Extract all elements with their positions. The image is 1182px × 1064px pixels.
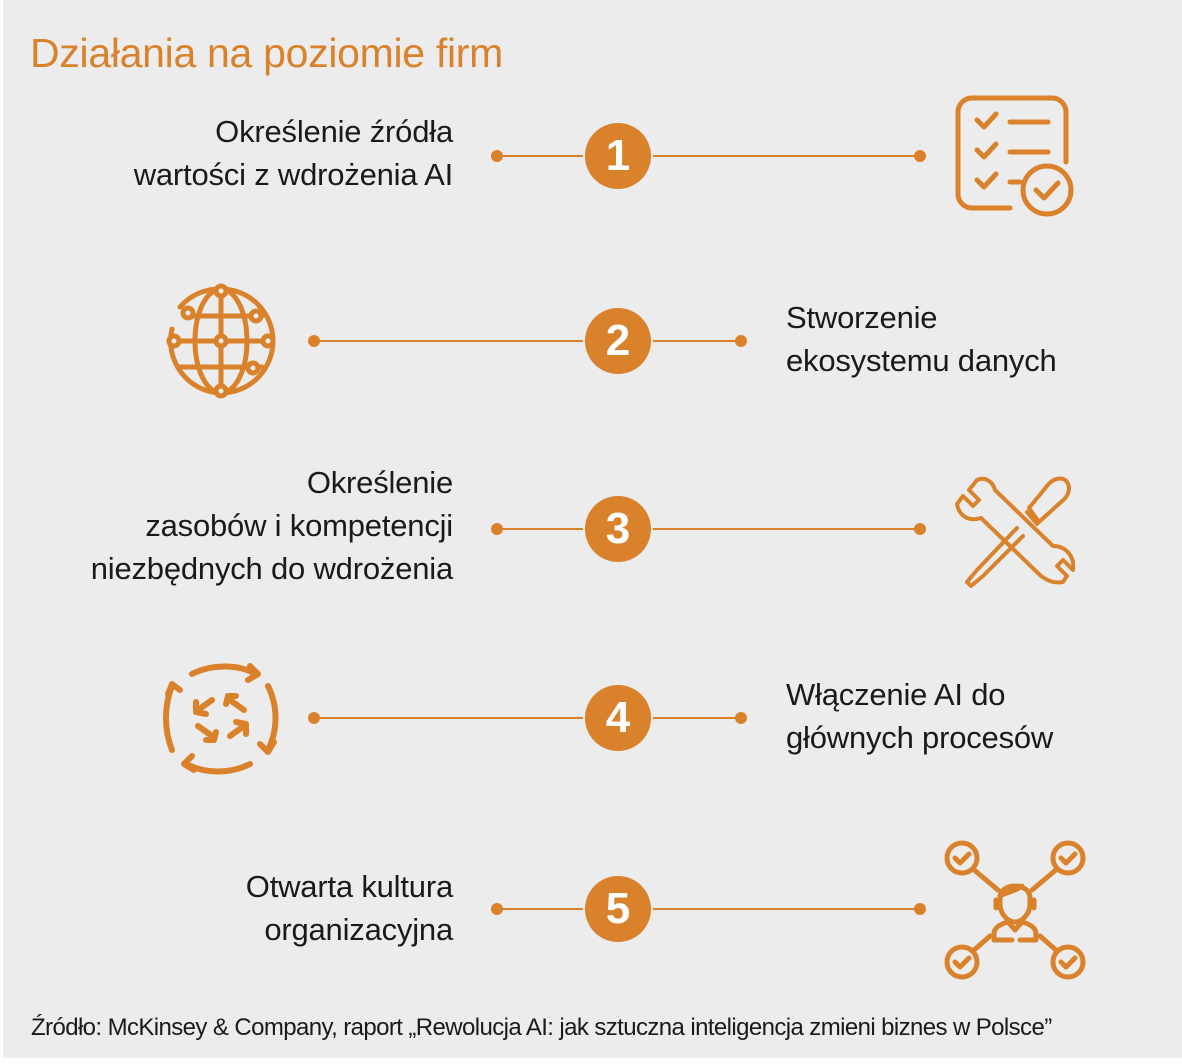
step-1-connector xyxy=(497,155,920,157)
step-4-connector xyxy=(314,717,741,719)
tools-icon xyxy=(955,472,1075,590)
step-3-end-dot xyxy=(914,523,926,535)
step-2-number-badge: 2 xyxy=(585,308,651,374)
step-5-connector xyxy=(497,908,920,910)
step-4-label: Włączenie AI do głównych procesów xyxy=(786,677,1054,755)
globe-network-icon xyxy=(162,283,280,399)
step-1-end-dot xyxy=(914,150,926,162)
step-3-number-badge: 3 xyxy=(585,496,651,562)
step-3-start-dot xyxy=(491,523,503,535)
step-5-label: Otwarta kultura organizacyjna xyxy=(245,869,453,947)
source-note: Źródło: McKinsey & Company, raport „Rewo… xyxy=(31,1014,1052,1041)
step-1-number-badge: 1 xyxy=(585,123,651,189)
person-network-icon xyxy=(942,838,1088,982)
step-5-end-dot xyxy=(914,903,926,915)
step-5-number-badge: 5 xyxy=(585,876,651,942)
step-2-end-dot xyxy=(735,335,747,347)
step-3-label: Określenie zasobów i kompetencji niezbęd… xyxy=(90,465,453,586)
step-1-start-dot xyxy=(491,150,503,162)
cycle-arrows-icon xyxy=(160,658,282,778)
step-3-connector xyxy=(497,528,920,530)
page-title: Działania na poziomie firm xyxy=(30,30,504,76)
step-2-connector xyxy=(314,340,741,342)
step-4-number-badge: 4 xyxy=(585,685,651,751)
step-2-label: Stworzenie ekosystemu danych xyxy=(786,300,1057,378)
step-2-start-dot xyxy=(308,335,320,347)
step-4-start-dot xyxy=(308,712,320,724)
step-4-end-dot xyxy=(735,712,747,724)
checklist-icon xyxy=(950,94,1080,218)
step-1-label: Określenie źródła wartości z wdrożenia A… xyxy=(133,114,454,192)
step-5-start-dot xyxy=(491,903,503,915)
